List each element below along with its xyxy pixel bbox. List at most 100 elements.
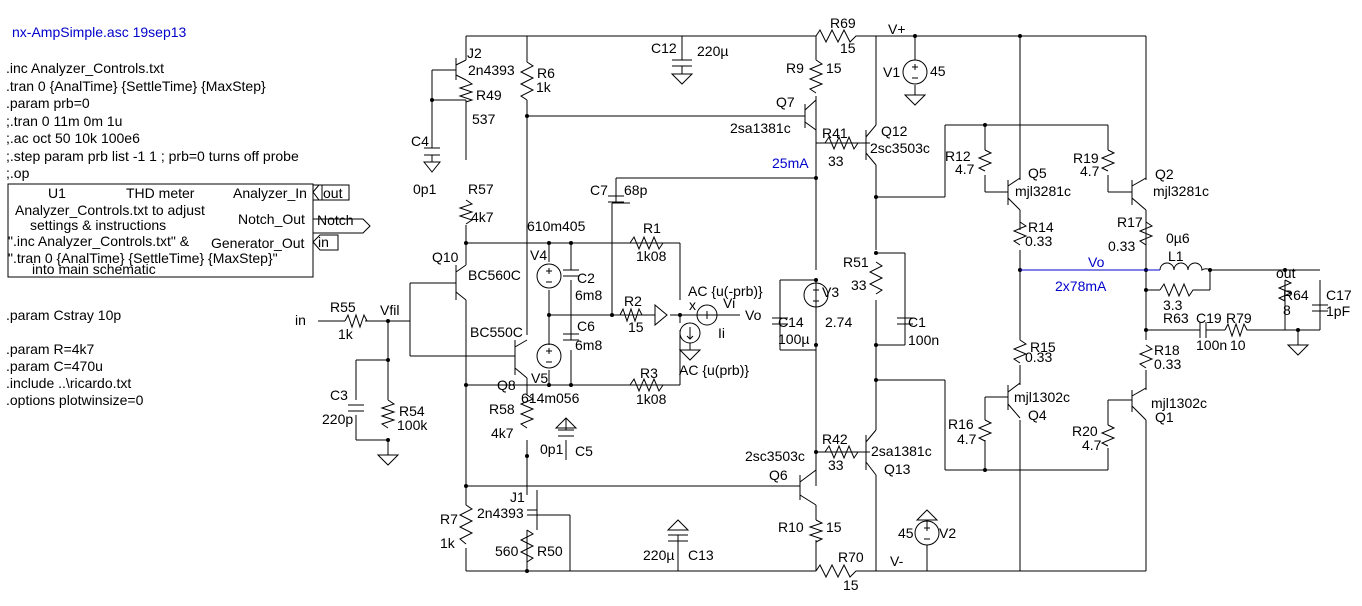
voltage-source-v5[interactable] <box>536 343 562 369</box>
label-c2: C2 <box>577 270 595 286</box>
label-q10: Q10 <box>432 249 459 265</box>
voltage-source-v3[interactable] <box>803 282 829 308</box>
label-v2: V2 <box>939 525 956 541</box>
u1-pin-analyzer-in: Analyzer_In <box>233 185 307 201</box>
resistor-r12[interactable] <box>977 149 993 172</box>
resistor-r18[interactable] <box>1138 344 1154 369</box>
resistor-r41[interactable] <box>824 135 859 151</box>
label-r2: R2 <box>624 293 642 309</box>
resistor-r15[interactable] <box>1012 339 1028 364</box>
capacitor-c14[interactable] <box>772 317 788 325</box>
resistor-r50[interactable] <box>519 529 535 563</box>
label-r18-value: 0.33 <box>1154 356 1181 372</box>
label-v4-value: 610m405 <box>527 218 586 234</box>
u1-pin-generator-out: Generator_Out <box>211 235 304 251</box>
ac-probe-source-top[interactable] <box>696 304 718 326</box>
resistor-r63[interactable] <box>1159 282 1210 298</box>
resistor-r69[interactable] <box>815 28 862 44</box>
label-q6-value: 2sc3503c <box>745 448 805 464</box>
transistor-q13[interactable] <box>865 429 877 476</box>
resistor-r3[interactable] <box>629 377 664 393</box>
capacitor-c19[interactable] <box>1199 322 1225 338</box>
resistor-r42[interactable] <box>824 444 859 460</box>
directive-line: ;.step param prb list -1 1 ; prb=0 turns… <box>6 148 299 164</box>
transistor-q2[interactable] <box>1131 177 1147 211</box>
label-q13-value: 2sa1381c <box>871 443 932 459</box>
label-q5-value: mjl3281c <box>1015 183 1071 199</box>
jfet-j1[interactable] <box>526 486 538 511</box>
label-r64-value: 8 <box>1283 302 1291 318</box>
resistor-r7[interactable] <box>458 504 474 545</box>
schematic-title: nx-AmpSimple.asc 19sep13 <box>12 24 187 40</box>
resistor-r64[interactable] <box>1277 279 1293 302</box>
capacitor-c5[interactable] <box>558 418 574 437</box>
label-q5: Q5 <box>1028 165 1047 181</box>
label-j2: J2 <box>467 45 482 61</box>
label-c19: C19 <box>1196 310 1222 326</box>
label-q8-value: BC550C <box>470 324 523 340</box>
label-r19: R19 <box>1073 150 1099 166</box>
resistor-r20[interactable] <box>1100 424 1116 447</box>
capacitor-c7[interactable] <box>608 195 624 203</box>
label-r58: R58 <box>489 401 515 417</box>
resistor-r49[interactable] <box>458 79 474 103</box>
voltage-source-v1[interactable] <box>902 59 928 85</box>
transistor-q1[interactable] <box>1131 387 1147 421</box>
label-c2-value: 6m8 <box>575 287 602 303</box>
capacitor-c4[interactable] <box>424 147 440 156</box>
resistor-r70[interactable] <box>815 563 862 579</box>
capacitor-c12[interactable] <box>672 59 692 74</box>
resistor-r1[interactable] <box>629 235 664 251</box>
label-q7-value: 2sa1381c <box>730 120 791 136</box>
resistor-r6[interactable] <box>519 61 535 101</box>
transistor-q6[interactable] <box>799 469 817 506</box>
resistor-r54[interactable] <box>380 399 396 429</box>
resistor-r55[interactable] <box>344 313 368 329</box>
transistor-q7[interactable] <box>804 99 817 143</box>
net-vo-probe: Vo <box>745 307 762 323</box>
resistor-r16[interactable] <box>977 419 993 442</box>
resistor-r79[interactable] <box>1224 322 1250 338</box>
label-v3: V3 <box>822 284 839 300</box>
transistor-q5[interactable] <box>1007 177 1021 211</box>
u1-note-line: ".inc Analyzer_Controls.txt" & <box>8 233 190 249</box>
inductor-l1[interactable] <box>1159 262 1211 271</box>
capacitor-c6[interactable] <box>563 333 579 341</box>
label-c13: C13 <box>688 547 714 563</box>
capacitor-c1[interactable] <box>897 317 913 325</box>
label-c5-value: 0p1 <box>540 441 564 457</box>
capacitor-c3[interactable] <box>348 404 364 412</box>
u1-pin-notch-out: Notch_Out <box>238 211 305 227</box>
transistor-q4[interactable] <box>1007 382 1021 419</box>
label-r12-value: 4.7 <box>955 161 975 177</box>
transistor-q12[interactable] <box>865 124 877 166</box>
label-r6-value: 1k <box>536 79 552 95</box>
ac-probe-source-bot[interactable] <box>679 315 701 350</box>
label-r42-value: 33 <box>828 457 844 473</box>
resistor-r14[interactable] <box>1012 221 1028 246</box>
label-r57: R57 <box>468 181 494 197</box>
label-c14: C14 <box>778 314 804 330</box>
voltage-source-v2[interactable] <box>914 520 940 546</box>
label-c6: C6 <box>577 318 595 334</box>
label-c4-value: 0p1 <box>413 181 437 197</box>
resistor-r51[interactable] <box>868 261 884 295</box>
resistor-r17[interactable] <box>1138 221 1154 246</box>
voltage-source-v4[interactable] <box>536 263 562 289</box>
label-q1-value: mjl1302c <box>1151 395 1207 411</box>
capacitor-c2[interactable] <box>563 269 579 277</box>
capacitor-c13[interactable] <box>668 534 688 542</box>
resistor-r9[interactable] <box>808 59 824 94</box>
label-r41: R41 <box>822 125 848 141</box>
resistor-r2[interactable] <box>619 307 643 323</box>
resistor-r10[interactable] <box>808 519 824 543</box>
resistor-r19[interactable] <box>1100 149 1116 172</box>
label-q13: Q13 <box>884 461 911 477</box>
thd-meter-block[interactable]: U1 THD meter Analyzer_In Notch_Out Gener… <box>7 183 371 278</box>
label-c5: C5 <box>575 443 593 459</box>
capacitor-c17[interactable] <box>1312 304 1328 312</box>
resistor-r57[interactable] <box>458 199 474 225</box>
directive-line: ;.tran 0 11m 0m 1u <box>6 113 122 129</box>
resistor-r58[interactable] <box>519 394 535 429</box>
components <box>344 28 1328 579</box>
